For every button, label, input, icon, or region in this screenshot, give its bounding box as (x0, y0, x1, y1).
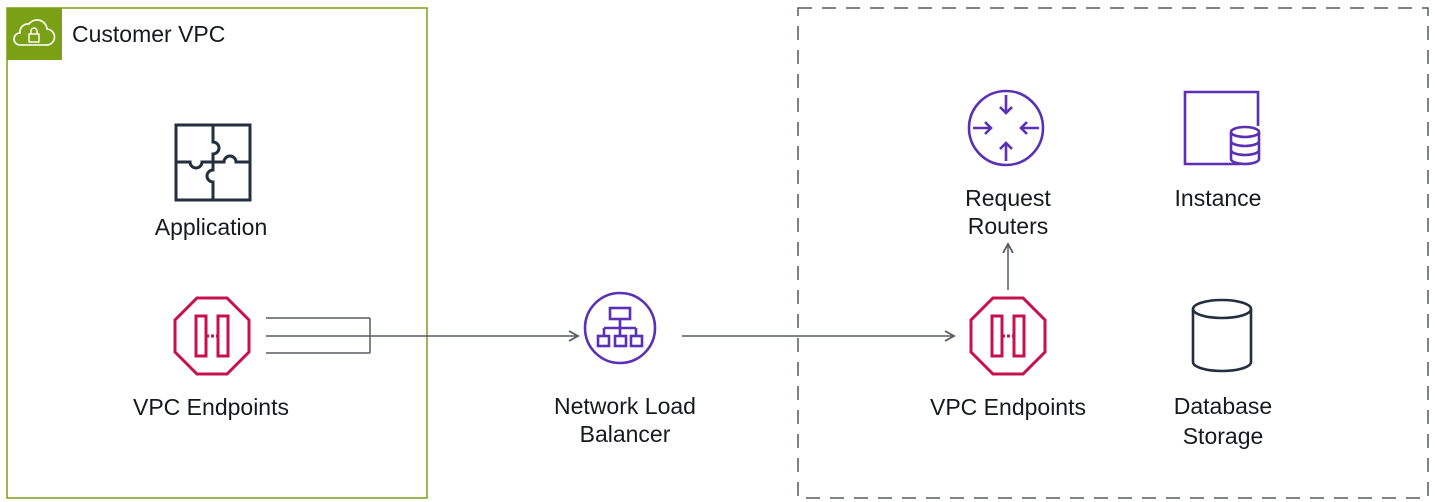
load-balancer-label-line2: Balancer (580, 421, 671, 447)
request-routers-label-line1: Request (965, 185, 1051, 211)
customer-vpc-group: Customer VPC (6, 7, 428, 499)
provider-service-boundary (797, 7, 1429, 499)
load-balancer-label-line1: Network Load (554, 393, 696, 419)
router-icon (967, 89, 1045, 167)
customer-endpoint-connectors (266, 317, 371, 354)
customer-vpc-title: Customer VPC (72, 21, 225, 47)
puzzle-icon (174, 123, 252, 202)
instance-label: Instance (1175, 185, 1262, 211)
load-balancer-icon (583, 291, 657, 365)
network-load-balancer-node: Network Load Balancer (554, 291, 696, 447)
customer-vpc-endpoints-label: VPC Endpoints (133, 394, 289, 420)
cylinder-storage-icon (1191, 298, 1253, 373)
database-storage-label-line1: Database (1174, 393, 1272, 419)
database-storage-label-line2: Storage (1183, 423, 1264, 449)
customer-vpc-endpoints-node: VPC Endpoints (133, 296, 289, 420)
customer-vpc-border (6, 7, 428, 499)
instance-database-icon (1183, 90, 1261, 166)
instance-node: Instance (1175, 90, 1262, 211)
application-node: Application (155, 123, 268, 240)
provider-vpc-endpoints-label: VPC Endpoints (930, 394, 1086, 420)
cloud-lock-icon (7, 8, 62, 60)
request-routers-label-line2: Routers (968, 213, 1049, 239)
vpc-endpoint-icon (969, 296, 1047, 376)
database-storage-node: Database Storage (1174, 298, 1272, 449)
request-routers-node: Request Routers (965, 89, 1051, 239)
provider-vpc-endpoints-node: VPC Endpoints (930, 296, 1086, 420)
application-label: Application (155, 214, 268, 240)
vpc-endpoint-icon (173, 296, 251, 376)
